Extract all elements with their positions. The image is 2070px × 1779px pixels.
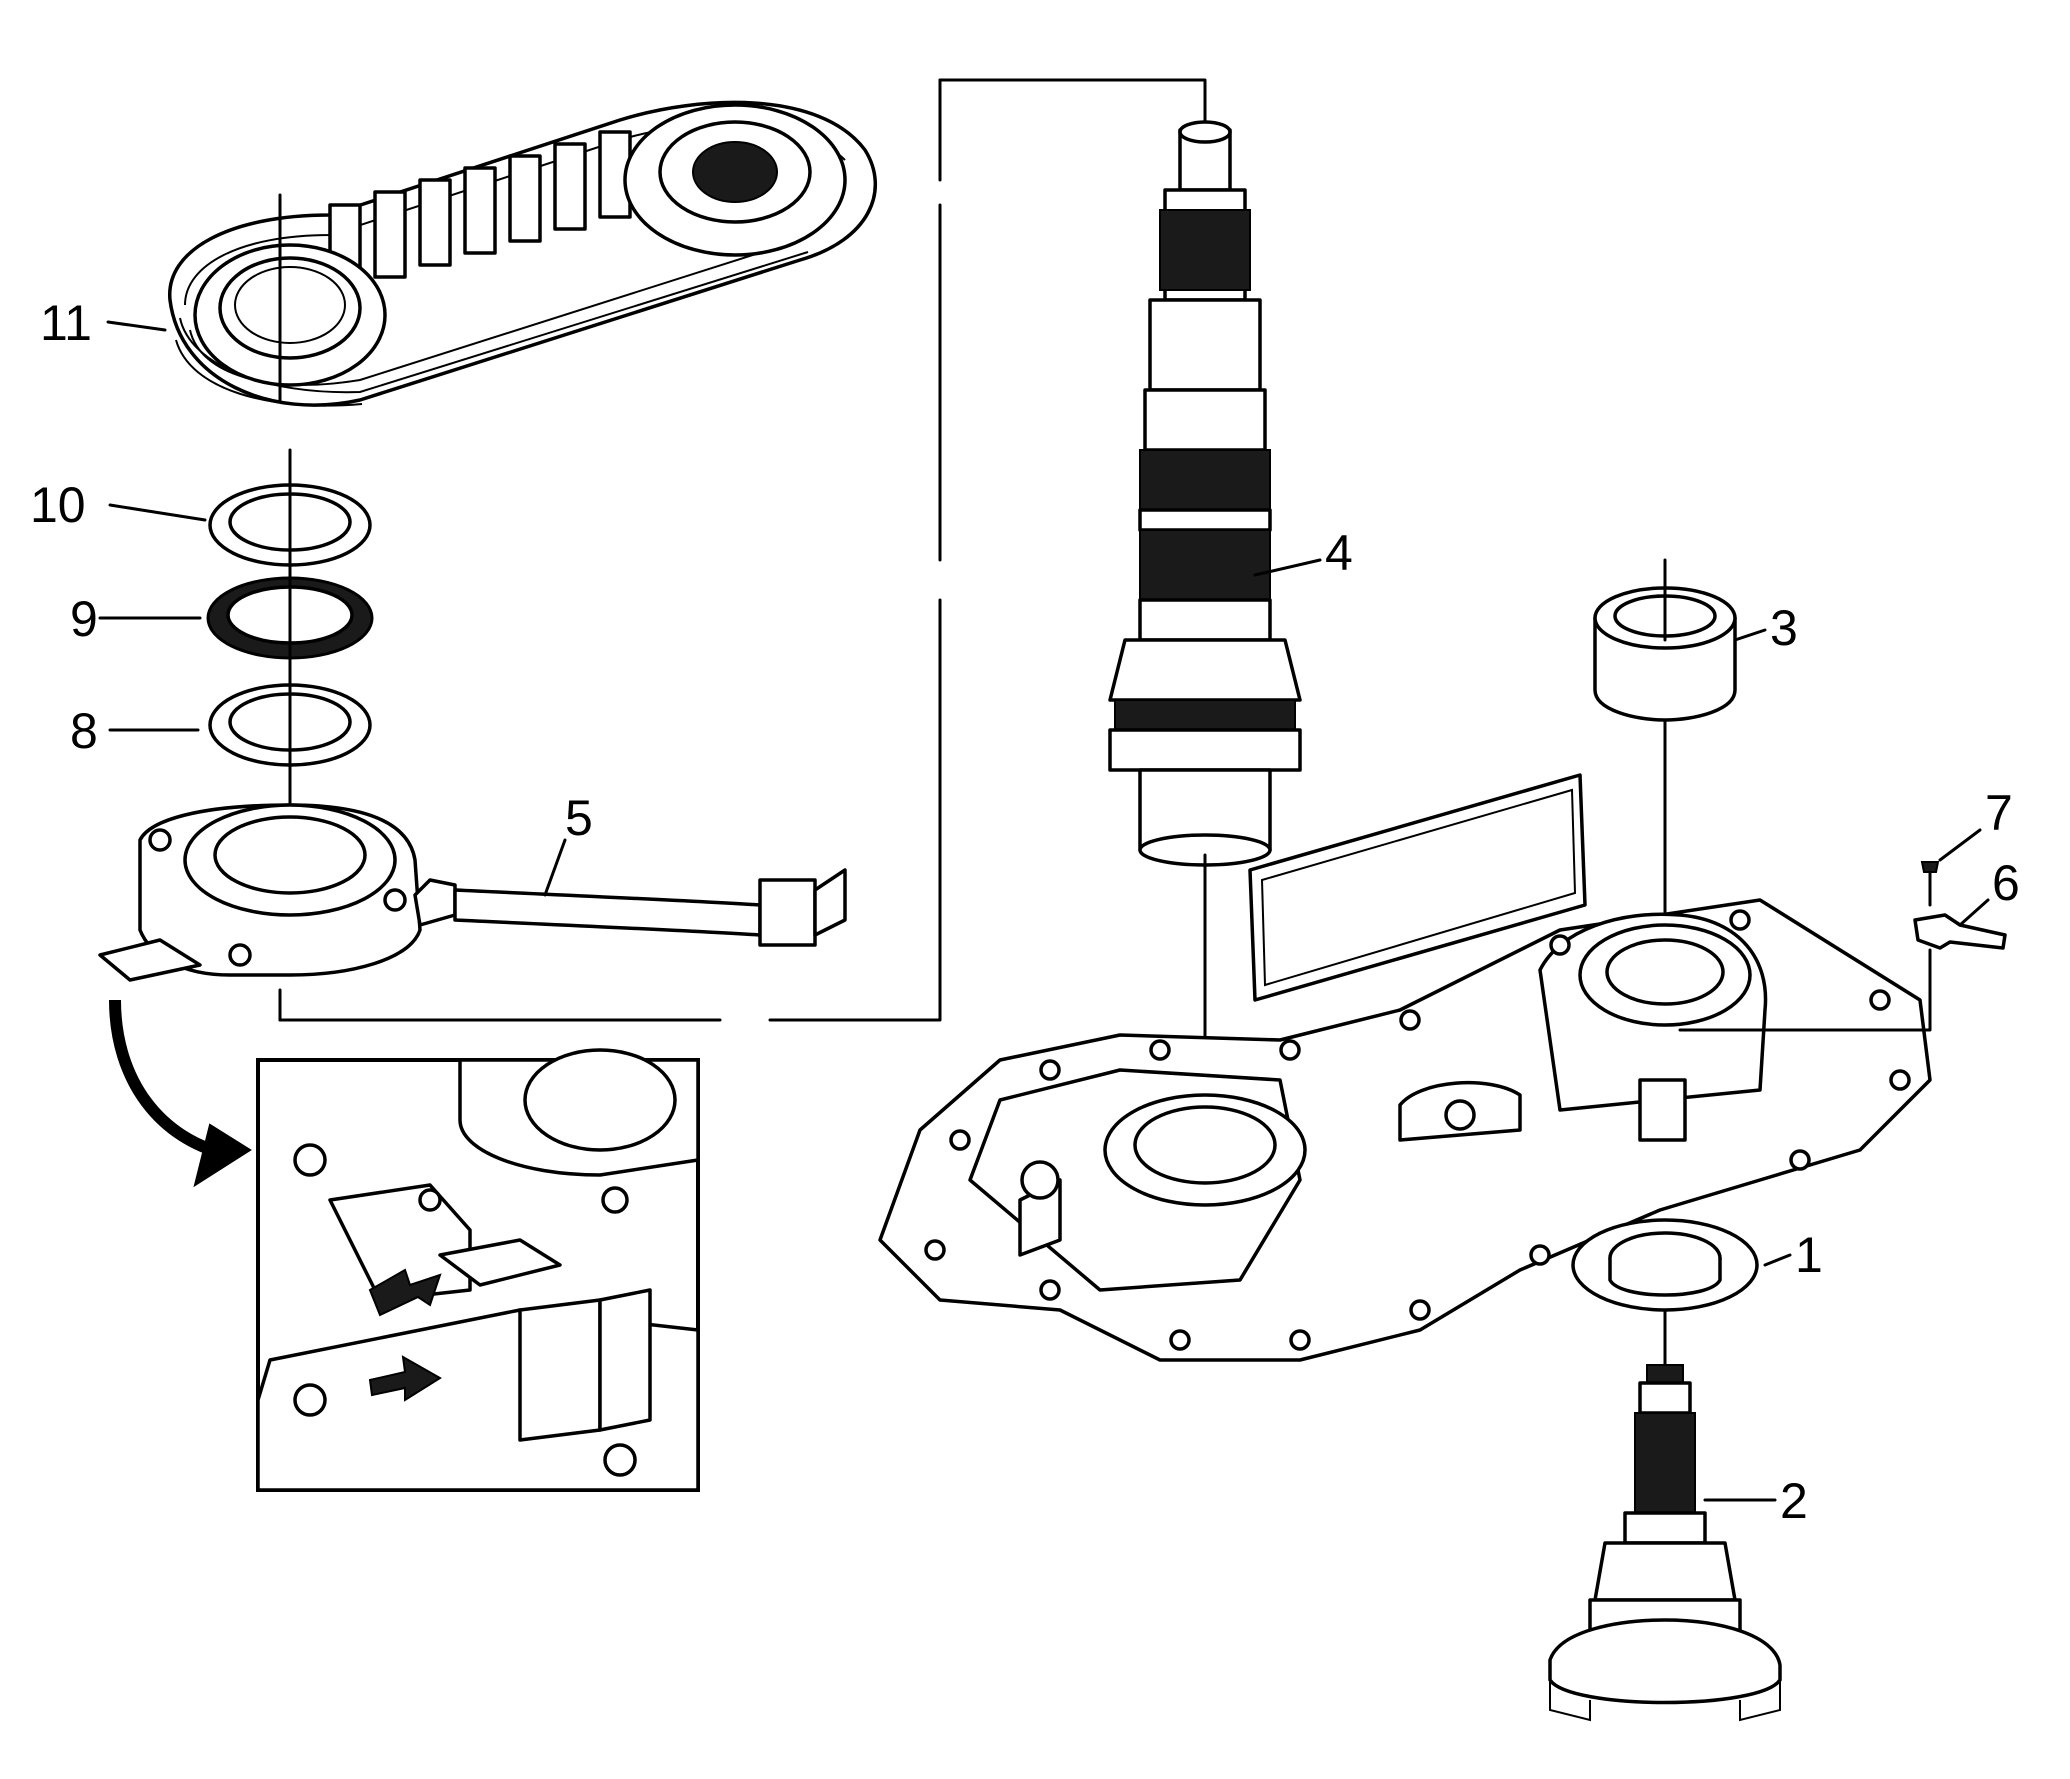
harness-connector xyxy=(758,878,817,947)
detail-arrow-upper xyxy=(368,1268,442,1317)
oil-pump-housing xyxy=(98,803,847,982)
bearing-race xyxy=(1593,558,1737,722)
callout-8: 8 xyxy=(70,703,98,759)
callout-2: 2 xyxy=(1780,1473,1808,1529)
retaining-bolt xyxy=(1920,861,1940,907)
callout-5: 5 xyxy=(565,790,593,846)
wiring-harness xyxy=(453,888,762,937)
transfer-case-housing xyxy=(878,773,1932,1362)
callout-9: 9 xyxy=(70,591,98,647)
callout-6: 6 xyxy=(1992,855,2020,911)
detail-arrow-lower xyxy=(368,1355,442,1402)
bracket-location-line xyxy=(1678,948,1932,1032)
bolt-holes xyxy=(924,909,1911,1351)
bracket-clip xyxy=(1913,913,2007,950)
output-shaft xyxy=(1548,1364,1782,1722)
gasket-plate xyxy=(1248,773,1587,1002)
connection-line-shaft-to-housing xyxy=(278,78,1207,1022)
detail-view-inset xyxy=(256,1048,700,1492)
callout-11: 11 xyxy=(40,295,92,351)
callout-1: 1 xyxy=(1795,1227,1823,1283)
leader-lines xyxy=(98,320,1990,1502)
callout-4: 4 xyxy=(1325,525,1353,581)
main-shaft xyxy=(1108,120,1302,867)
oil-seal xyxy=(1571,1218,1759,1312)
drive-chain-sprocket-assembly xyxy=(168,100,878,407)
callout-7: 7 xyxy=(1985,785,2013,841)
callout-10: 10 xyxy=(30,477,86,533)
callout-3: 3 xyxy=(1770,600,1798,656)
callout-labels: 1 2 3 4 5 6 7 8 9 10 11 xyxy=(30,295,2020,1529)
